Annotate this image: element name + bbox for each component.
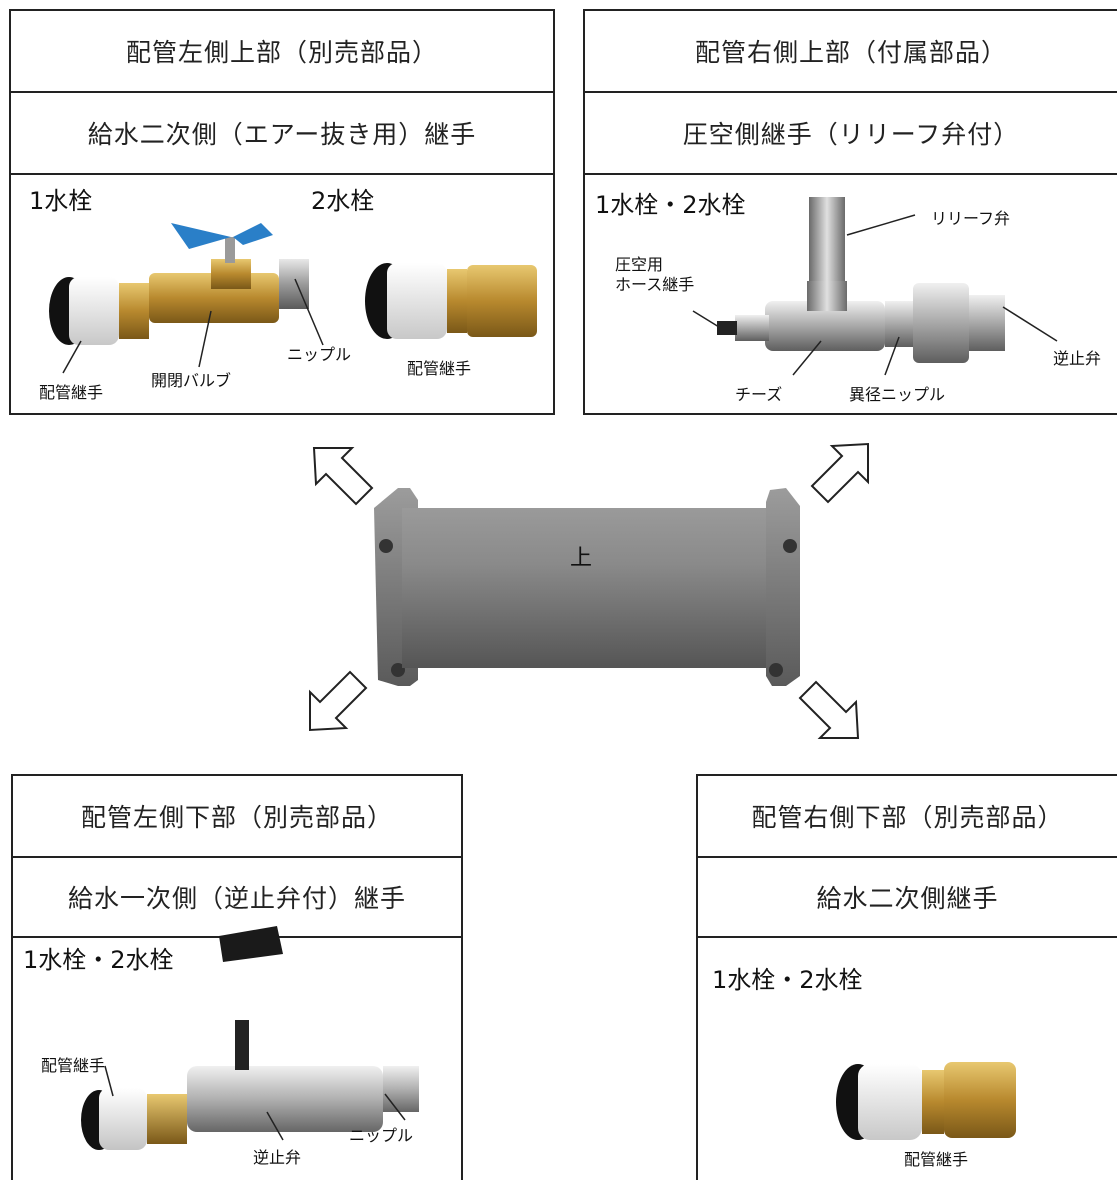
panel-bottom-left: 配管左側下部（別売部品） 給水一次側（逆止弁付）継手 1水栓・2水栓 配管継手 … [11,774,463,1180]
callout-relief-valve: リリーフ弁 [931,209,1011,228]
bolt-icon [769,663,783,677]
panel-bottom-right: 配管右側下部（別売部品） 給水二次側継手 1水栓・2水栓 配管継手 [696,774,1117,1180]
arrow-down-right-icon [798,680,860,739]
panel-subtitle: 圧空側継手（リリーフ弁付） [585,93,1117,175]
callout-check-valve: 逆止弁 [1053,349,1102,368]
panel-top-left: 配管左側上部（別売部品） 給水二次側（エアー抜き用）継手 1水栓 2水栓 [9,9,555,415]
label-1-faucet: 1水栓 [29,187,93,215]
panel-title: 配管左側下部（別売部品） [13,776,461,858]
pipe-flange-right [766,488,800,686]
callout-tee: チーズ [735,385,783,404]
panel-subtitle: 給水二次側継手 [698,858,1117,938]
label-2-faucet: 2水栓 [311,187,375,215]
pipe-body [402,508,778,668]
callout-pipe-joint-b: 配管継手 [407,359,472,378]
label-faucets: 1水栓・2水栓 [595,191,746,219]
arrow-up-right-icon [810,442,869,504]
pipe-joint-image [836,1062,1016,1140]
callout-nipple: ニップル [349,1126,414,1145]
callout-pipe-joint: 配管継手 [41,1056,106,1075]
callout-reducing-nipple: 異径ニップル [849,385,946,404]
panel-title: 配管左側上部（別売部品） [11,11,553,93]
pipe-top-label: 上 [570,546,593,571]
bolt-icon [391,663,405,677]
panel-title: 配管右側上部（付属部品） [585,11,1117,93]
callout-nipple: ニップル [287,345,352,364]
ball-valve-assembly-image [49,223,537,374]
label-faucets: 1水栓・2水栓 [23,946,174,974]
bolt-icon [783,539,797,553]
callout-check-valve: 逆止弁 [253,1148,302,1167]
bolt-icon [379,539,393,553]
arrow-up-left-icon [312,447,374,506]
callout-pipe-joint: 配管継手 [904,1150,969,1169]
panel-title: 配管右側下部（別売部品） [698,776,1117,858]
check-valve-assembly-image [81,926,419,1150]
pipe-flange-left [374,488,418,686]
callout-valve: 開閉バルブ [151,371,232,390]
callout-hose-joint: 圧空用 ホース継手 [615,255,695,294]
arrow-down-left-icon [309,670,368,732]
relief-valve-assembly-image [692,197,1058,376]
callout-pipe-joint-a: 配管継手 [39,383,104,402]
panel-top-right: 配管右側上部（付属部品） 圧空側継手（リリーフ弁付） 1水栓・2水栓 リリーフ弁 [583,9,1117,415]
panel-subtitle: 給水二次側（エアー抜き用）継手 [11,93,553,175]
label-faucets: 1水栓・2水栓 [712,966,863,994]
